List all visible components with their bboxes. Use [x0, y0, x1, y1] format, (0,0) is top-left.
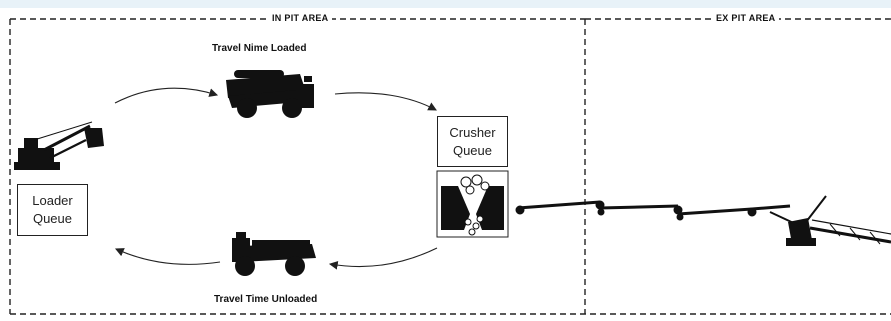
loader-queue-line1: Loader — [32, 193, 73, 208]
arrow-truck-to-crusher — [334, 92, 437, 111]
shovel-icon — [14, 121, 104, 170]
conveyor-icon — [515, 200, 791, 221]
empty-truck-icon — [232, 232, 316, 276]
loader-queue-line2: Queue — [32, 211, 73, 226]
arrow-crusher-to-empty — [328, 247, 438, 270]
arrow-empty-to-loader — [114, 248, 221, 265]
loaded-truck-icon — [226, 70, 314, 118]
ex-pit-area-label: EX PIT AREA — [712, 13, 780, 23]
stacker-icon — [769, 195, 891, 246]
travel-loaded-caption: Travel Nime Loaded — [212, 43, 307, 54]
arrow-loader-to-truck — [114, 87, 219, 104]
loader-queue-box: Loader Queue — [17, 184, 88, 236]
crusher-queue-box: Crusher Queue — [437, 116, 508, 167]
travel-unloaded-caption: Travel Time Unloaded — [214, 294, 318, 305]
crusher-queue-line1: Crusher — [449, 124, 496, 140]
top-band — [0, 0, 891, 8]
crusher-queue-line2: Queue — [452, 142, 493, 158]
in-pit-boundary — [9, 18, 891, 315]
in-pit-area-label: IN PIT AREA — [268, 13, 333, 23]
crusher-icon — [436, 170, 509, 238]
